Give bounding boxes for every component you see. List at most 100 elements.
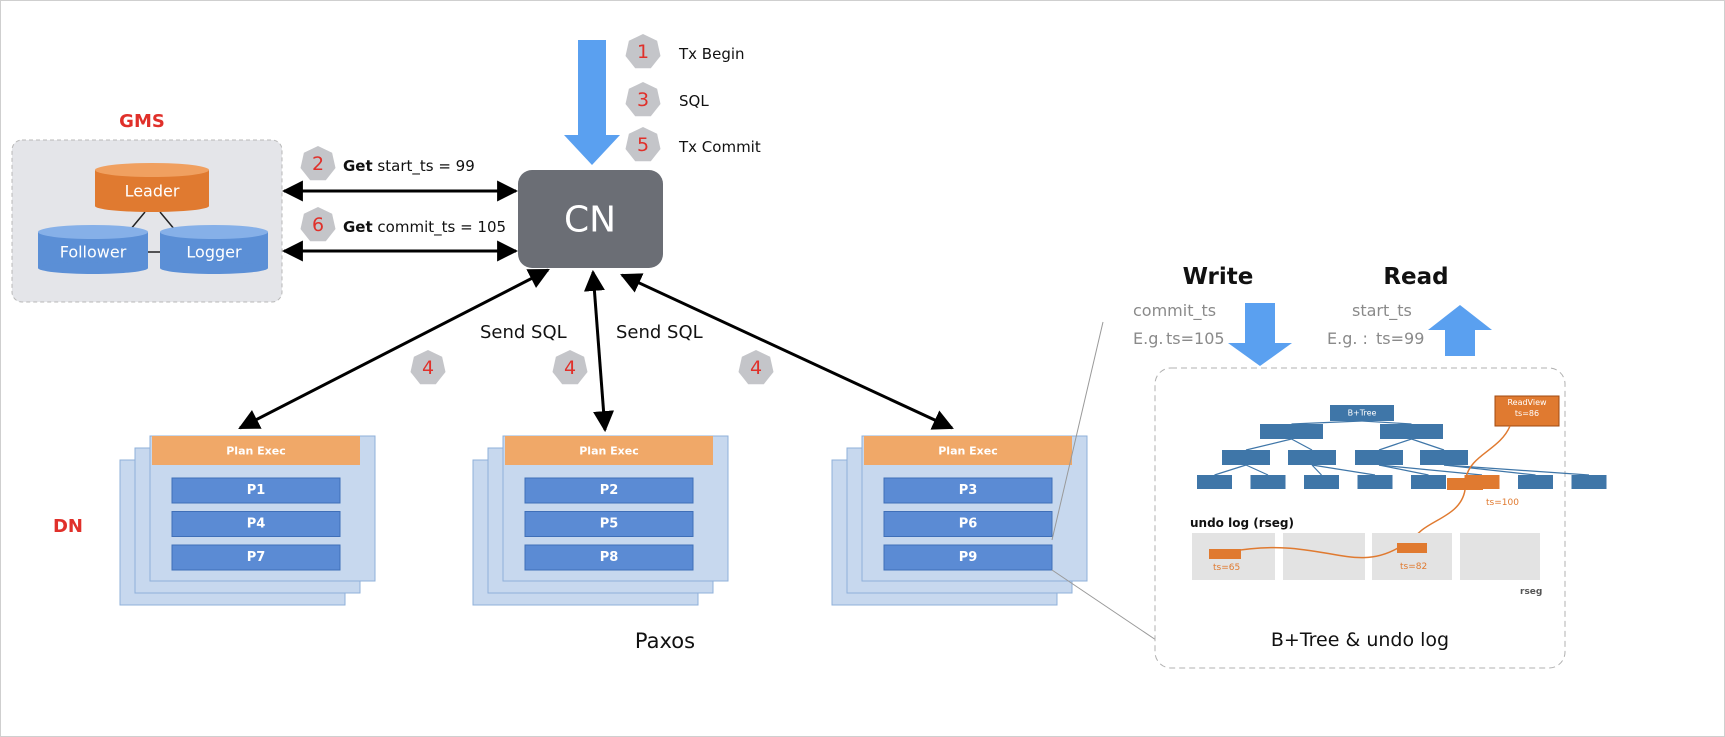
partition-label: P6 [959, 517, 978, 532]
btree-node [1260, 424, 1323, 439]
btree-edge [1378, 464, 1429, 476]
svg-text:4: 4 [564, 357, 576, 379]
partition-label: P8 [600, 550, 619, 565]
btree-node [1330, 405, 1394, 421]
rseg-label: rseg [1520, 587, 1542, 597]
partition [524, 544, 694, 571]
undo-record [1397, 543, 1427, 553]
version-chain-line [1465, 425, 1511, 479]
partition [171, 511, 341, 537]
btree [1197, 405, 1607, 489]
svg-text:ts=86: ts=86 [1515, 409, 1539, 418]
btree-node [1411, 475, 1446, 489]
btree-node [1250, 475, 1286, 489]
step-get-start-ts: 2 Get start_ts = 99 [300, 146, 475, 181]
version-chain-line [1227, 546, 1399, 559]
undo-log-title: undo log (rseg) [1190, 516, 1294, 530]
btree-root-label: B+Tree [1348, 409, 1377, 418]
btree-edge [1245, 438, 1292, 451]
plan-exec-bar [864, 436, 1072, 465]
btree-edge [1311, 464, 1376, 476]
partition [524, 477, 694, 504]
partition-label: P3 [959, 483, 978, 498]
partition [883, 477, 1053, 504]
btree-node [1355, 450, 1403, 465]
partition-label: P5 [600, 517, 619, 532]
gms-leader: Leader [95, 163, 209, 212]
step-number: 3 [637, 89, 649, 111]
svg-text:E.g. :: E.g. : [1327, 329, 1368, 348]
svg-text:4: 4 [750, 357, 762, 379]
partition-label: P2 [600, 483, 619, 498]
paxos-label: Paxos [635, 629, 695, 653]
partition [524, 511, 694, 537]
partition-label: P7 [247, 550, 266, 565]
send-sql-label: Send SQL [616, 322, 703, 343]
svg-text:6: 6 [312, 214, 324, 236]
step-get-commit-ts: 6 Get commit_ts = 105 [300, 207, 506, 242]
step-tx-commit: 5 Tx Commit [625, 127, 761, 162]
step-number: 1 [637, 41, 649, 63]
plan-exec-bar [152, 436, 360, 465]
undo-segment [1460, 533, 1540, 580]
svg-text:2: 2 [312, 153, 324, 175]
btree-edge [1443, 464, 1536, 476]
gms-follower: Follower [38, 225, 148, 274]
btree-node [1197, 475, 1232, 489]
write-title: Write [1183, 264, 1254, 290]
svg-text:ReadView: ReadView [1507, 398, 1547, 407]
read-up-arrow [1428, 305, 1492, 356]
svg-text:E.g.: E.g. [1133, 329, 1163, 348]
client-down-arrow [564, 40, 620, 165]
btree-node [1357, 475, 1393, 489]
step-sql: 3 SQL [625, 82, 709, 117]
btree-edge [1291, 438, 1313, 451]
step-label: Tx Begin [678, 45, 745, 63]
btree-edge [1378, 464, 1483, 476]
btree-edge [1378, 438, 1412, 451]
btree-node [1222, 450, 1270, 465]
plan-exec-label: Plan Exec [938, 445, 998, 458]
zoom-line [1051, 569, 1157, 641]
step-send-sql: 4 4 4 [410, 350, 774, 385]
read-ts-name: start_ts [1352, 301, 1412, 321]
btree-edge [1361, 420, 1412, 425]
write-ts-name: commit_ts [1133, 301, 1216, 321]
btree-edge [1311, 464, 1322, 476]
btree-node [1571, 475, 1607, 489]
write-ts-example: ts=105 [1166, 329, 1225, 348]
svg-text:Follower: Follower [60, 243, 127, 262]
partition-label: P1 [247, 483, 266, 498]
partition-label: P9 [959, 550, 978, 565]
read-title: Read [1383, 264, 1448, 290]
btree-node [1380, 424, 1443, 439]
btree-edge [1443, 464, 1590, 476]
write-down-arrow [1228, 303, 1292, 366]
btree-node [1304, 475, 1339, 489]
leaf-record [1447, 478, 1483, 490]
step-tx-begin: 1 Tx Begin [625, 34, 745, 69]
svg-text:CN: CN [564, 200, 616, 241]
leaf-ts: ts=100 [1486, 498, 1519, 508]
svg-text:Leader: Leader [125, 182, 180, 201]
btree-node [1518, 475, 1553, 489]
btree-edge [1245, 464, 1269, 476]
btree-edge [1291, 420, 1363, 425]
step-number: 5 [637, 134, 649, 156]
svg-text:4: 4 [422, 357, 434, 379]
btree-node [1288, 450, 1336, 465]
plan-exec-label: Plan Exec [579, 445, 639, 458]
gms-title: GMS [119, 111, 165, 132]
read-ts-example: ts=99 [1376, 329, 1424, 348]
svg-text:Get start_ts = 99: Get start_ts = 99 [343, 157, 475, 176]
storage-caption: B+Tree & undo log [1271, 629, 1449, 651]
dn3-arrow [620, 273, 954, 430]
zoom-line [1051, 321, 1104, 541]
cn-node: CN [518, 170, 663, 268]
btree-node [1420, 450, 1468, 465]
svg-text:Logger: Logger [186, 243, 242, 262]
plan-exec-label: Plan Exec [226, 445, 286, 458]
